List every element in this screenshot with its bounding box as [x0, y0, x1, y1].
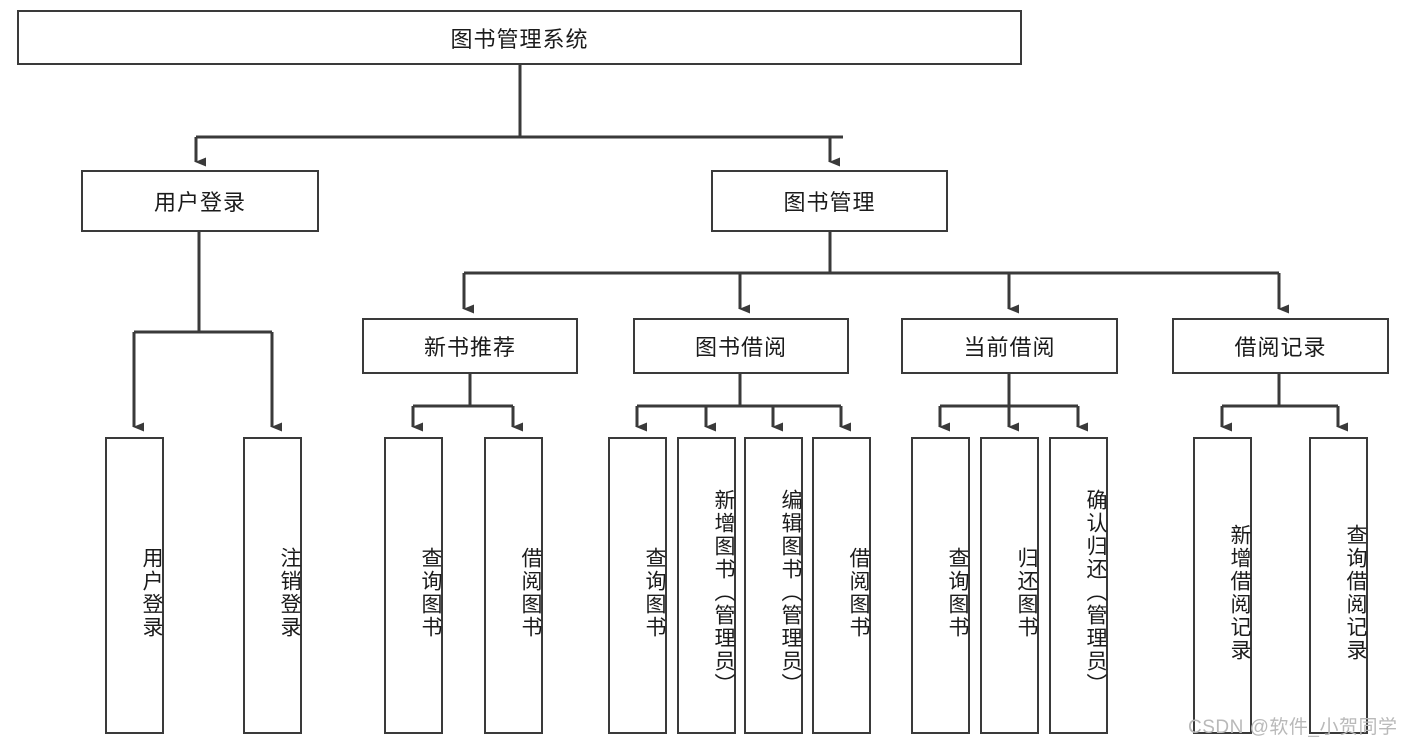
node-label: 编辑图书（管理员） — [779, 489, 802, 696]
node-borrow-record[interactable]: 借阅记录 — [1172, 318, 1389, 374]
node-label: 图书管理 — [783, 190, 876, 215]
node-label: 图书借阅 — [694, 335, 787, 360]
node-new-book-recommend[interactable]: 新书推荐 — [362, 318, 578, 374]
node-book-management[interactable]: 图书管理 — [711, 170, 948, 232]
node-label: 新增借阅记录 — [1228, 523, 1251, 662]
node-label: 用户登录 — [140, 546, 163, 639]
leaf-logout-login[interactable]: 注销登录 — [243, 437, 302, 734]
leaf-borrow-book[interactable]: 借阅图书 — [812, 437, 871, 734]
node-label: 借阅记录 — [1234, 335, 1327, 360]
node-label: 查询图书 — [946, 546, 969, 639]
node-label: 新书推荐 — [423, 335, 516, 360]
leaf-query-book-current[interactable]: 查询图书 — [911, 437, 970, 734]
node-label: 查询借阅记录 — [1344, 523, 1367, 662]
leaf-user-login[interactable]: 用户登录 — [105, 437, 164, 734]
node-label: 新增图书（管理员） — [712, 489, 735, 696]
node-book-borrow[interactable]: 图书借阅 — [633, 318, 849, 374]
node-label: 当前借阅 — [963, 335, 1056, 360]
leaf-query-book-recommend[interactable]: 查询图书 — [384, 437, 443, 734]
leaf-add-borrow-record[interactable]: 新增借阅记录 — [1193, 437, 1252, 734]
node-label: 用户登录 — [153, 190, 246, 215]
node-root-book-management-system[interactable]: 图书管理系统 — [17, 10, 1022, 65]
leaf-borrow-book-recommend[interactable]: 借阅图书 — [484, 437, 543, 734]
leaf-confirm-return-admin[interactable]: 确认归还（管理员） — [1049, 437, 1108, 734]
csdn-watermark: CSDN @软件_小贺同学 — [1188, 717, 1398, 738]
leaf-edit-book-admin[interactable]: 编辑图书（管理员） — [744, 437, 803, 734]
node-label: 查询图书 — [419, 546, 442, 639]
node-label: 查询图书 — [643, 546, 666, 639]
node-current-borrow[interactable]: 当前借阅 — [901, 318, 1118, 374]
node-label: 图书管理系统 — [450, 26, 589, 52]
node-label: 注销登录 — [278, 546, 301, 639]
node-label: 确认归还（管理员） — [1084, 489, 1107, 696]
leaf-add-book-admin[interactable]: 新增图书（管理员） — [677, 437, 736, 734]
node-label: 借阅图书 — [847, 546, 870, 639]
node-label: 归还图书 — [1015, 546, 1038, 639]
leaf-query-book-borrow[interactable]: 查询图书 — [608, 437, 667, 734]
leaf-query-borrow-record[interactable]: 查询借阅记录 — [1309, 437, 1368, 734]
leaf-return-book[interactable]: 归还图书 — [980, 437, 1039, 734]
node-user-login[interactable]: 用户登录 — [81, 170, 319, 232]
node-label: 借阅图书 — [519, 546, 542, 639]
